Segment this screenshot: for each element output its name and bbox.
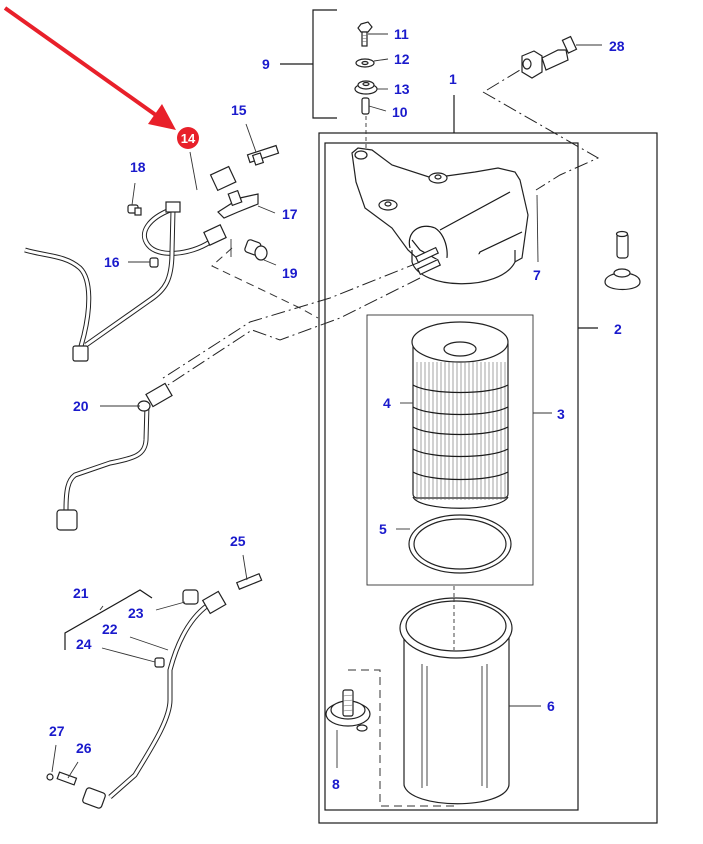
callout-label-21[interactable]: 21 [73,585,89,601]
callout-label-25[interactable]: 25 [230,533,246,549]
callout-label-18[interactable]: 18 [130,159,146,175]
filter-element-4 [400,321,509,509]
fuel-pipe-20 [56,382,173,531]
assembly-box-1 [318,95,658,824]
callout-label-8[interactable]: 8 [332,776,340,792]
connector-26 [56,761,79,786]
callout-label-20[interactable]: 20 [73,398,89,414]
callout-label-9[interactable]: 9 [262,56,270,72]
connector-25 [235,554,263,590]
callout-label-14: 14 [181,131,196,146]
callout-label-12[interactable]: 12 [394,51,410,67]
pin-grommet-right [604,230,641,291]
callout-label-23[interactable]: 23 [128,605,144,621]
callout-label-13[interactable]: 13 [394,81,410,97]
callout-label-19[interactable]: 19 [282,265,298,281]
grommet-13 [354,80,388,95]
bolt-11 [357,21,388,47]
fuel-pipe-22 [82,590,227,809]
filter-head-7 [351,147,539,285]
highlight-arrow [3,6,176,130]
bracket-17 [217,189,276,219]
pipe-group-21 [64,589,153,650]
callout-label-4[interactable]: 4 [383,395,391,411]
callout-label-3[interactable]: 3 [557,406,565,422]
o-ring-5 [396,514,512,574]
connector-15 [245,123,280,166]
callout-label-1[interactable]: 1 [449,71,457,87]
callout-label-22[interactable]: 22 [102,621,118,637]
drain-plug-8 [325,669,456,807]
callout-label-10[interactable]: 10 [392,104,408,120]
clip-18 [127,182,142,216]
callout-label-2[interactable]: 2 [614,321,622,337]
callout-label-26[interactable]: 26 [76,740,92,756]
callout-label-17[interactable]: 17 [282,206,298,222]
callout-label-5[interactable]: 5 [379,521,387,537]
callout-label-6[interactable]: 6 [547,698,555,714]
bracket-group-9 [280,9,337,119]
fuel-pipe-14 [84,165,237,348]
washer-12 [355,58,389,68]
element-box-3 [366,314,552,586]
cap-19 [230,239,277,266]
callout-label-28[interactable]: 28 [609,38,625,54]
clip-24 [101,647,165,668]
callout-label-15[interactable]: 15 [231,102,247,118]
fitting-28 [521,35,602,79]
filter-bowl-6 [399,597,541,805]
sleeve-10 [361,97,387,152]
callout-label-24[interactable]: 24 [76,636,92,652]
o-ring-27 [46,744,57,781]
cap-23 [155,589,199,611]
callout-label-11[interactable]: 11 [394,26,409,42]
callout-label-16[interactable]: 16 [104,254,120,270]
clip-16 [128,257,159,268]
callout-label-7[interactable]: 7 [533,267,541,283]
callout-badge-14[interactable]: 14 [177,127,199,149]
fuel-pipe-left [24,247,92,362]
callout-label-27[interactable]: 27 [49,723,65,739]
